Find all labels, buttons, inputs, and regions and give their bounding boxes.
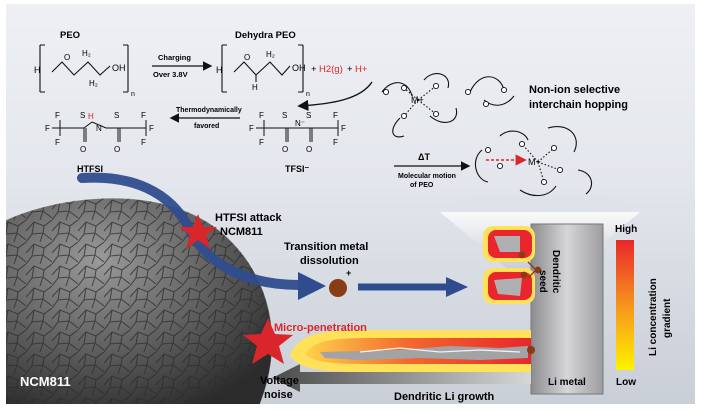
atom-label: H [252, 83, 258, 92]
peo-structure [39, 44, 129, 93]
molecular-motion-line2: of PEO [410, 182, 434, 189]
h-plus-label: H+ [355, 64, 368, 75]
oxygen-atoms-top [382, 82, 508, 120]
atom-label: H₂ [82, 49, 91, 58]
atom-label: O [282, 145, 288, 154]
gradient-low-label: Low [616, 377, 636, 388]
oxygen-atoms-bottom [484, 140, 564, 186]
non-ion-label-line1: Non-ion selective [529, 84, 620, 96]
dendritic-growth-arrow [272, 364, 531, 392]
voltage-condition-label: Over 3.8V [153, 70, 188, 79]
htfsi-attack-line2: NCM811 [220, 226, 263, 238]
atom-label: O [306, 145, 312, 154]
dehydra-peo-structure [221, 44, 304, 93]
ncm811-label: NCM811 [20, 374, 71, 389]
dendritic-growth-label: Dendritic Li growth [394, 391, 495, 403]
voltage-star [243, 318, 293, 364]
molecular-motion-line1: Molecular motion [398, 173, 456, 180]
atom-label: F [141, 138, 146, 147]
atom-label: n [131, 91, 135, 98]
atom-label: F [333, 111, 338, 120]
atom-label: O [244, 53, 250, 62]
atom-label: n [306, 91, 310, 98]
h2-gas-label: H2(g) [319, 64, 343, 75]
voltage-noise-line1: Voltage [260, 375, 299, 387]
htfsi-label: HTFSI [77, 164, 103, 174]
concentration-gradient-bar [616, 240, 634, 370]
atom-label: F [55, 111, 60, 120]
atom-label: O [114, 145, 120, 154]
htfsi-structure [52, 120, 147, 142]
delta-t-label: ΔT [418, 152, 430, 162]
gradient-title-line2: gradient [662, 298, 673, 338]
atom-label: F [249, 124, 254, 133]
metal-ion-label-bottom: M+ [528, 157, 541, 167]
transition-metal-particle [329, 279, 347, 297]
peo-label: PEO [60, 30, 80, 41]
attack-star [179, 214, 217, 249]
atom-label: H [88, 112, 94, 121]
metal-coordination-bottom [474, 126, 593, 197]
li-metal-label: Li metal [548, 377, 586, 388]
protonation-arrow [297, 81, 373, 112]
thermo-label-line2: favored [194, 123, 219, 130]
atom-label: F [55, 138, 60, 147]
atom-label: F [149, 124, 154, 133]
atom-label: N [96, 124, 102, 133]
plus-sign: + [311, 64, 317, 75]
atom-label: F [333, 138, 338, 147]
dendritic-seed-line2: seed [537, 270, 548, 293]
dendritic-seed-cluster [483, 226, 542, 304]
atom-label: F [141, 111, 146, 120]
gradient-high-label: High [615, 224, 637, 235]
atom-label: S [282, 111, 287, 120]
atom-label: H₂ [89, 79, 98, 88]
atom-label: S [80, 111, 85, 120]
tfsi-structure [256, 120, 339, 142]
metal-ion-label-top: M+ [411, 95, 424, 105]
atom-label: F [259, 138, 264, 147]
atom-label: OH [292, 63, 306, 73]
cone-top [440, 196, 640, 212]
atom-label: F [341, 124, 346, 133]
dehydra-peo-label: Dehydra PEO [235, 30, 296, 41]
voltage-noise-line2: noise [264, 389, 293, 401]
dendritic-seed-line1: Dendritic [550, 250, 561, 294]
metal-coordination-top [381, 73, 515, 138]
atom-label: H₂ [266, 50, 275, 59]
atom-label: OH [112, 63, 126, 73]
tm-dissolution-line2: dissolution [300, 255, 359, 267]
htfsi-attack-line1: HTFSI attack [215, 212, 283, 224]
tm-dissolution-line1: Transition metal [284, 241, 368, 253]
li-metal-block [530, 223, 604, 395]
plus-sign: + [347, 64, 353, 75]
tm-migration-arrowhead [446, 277, 468, 297]
gradient-title-line1: Li concentration [648, 278, 659, 356]
charging-label: Charging [158, 53, 191, 62]
atom-label: F [259, 111, 264, 120]
htfsi-attack-arrowhead [298, 272, 326, 300]
atom-label: H [216, 65, 223, 75]
micro-penetration-label: Micro-penetration [274, 322, 367, 334]
non-ion-label-line2: interchain hopping [529, 99, 628, 111]
atom-label: H [34, 65, 41, 75]
atom-label: N⁻ [295, 119, 305, 128]
atom-label: S [306, 111, 311, 120]
thermo-label-line1: Thermodynamically [176, 107, 242, 114]
atom-label: F [45, 124, 50, 133]
particle-charge: + [346, 268, 351, 278]
atom-label: O [64, 53, 70, 62]
tfsi-label: TFSI⁻ [285, 164, 309, 174]
micro-penetration-band [290, 330, 535, 372]
atom-label: O [80, 145, 86, 154]
atom-label: S [114, 111, 119, 120]
